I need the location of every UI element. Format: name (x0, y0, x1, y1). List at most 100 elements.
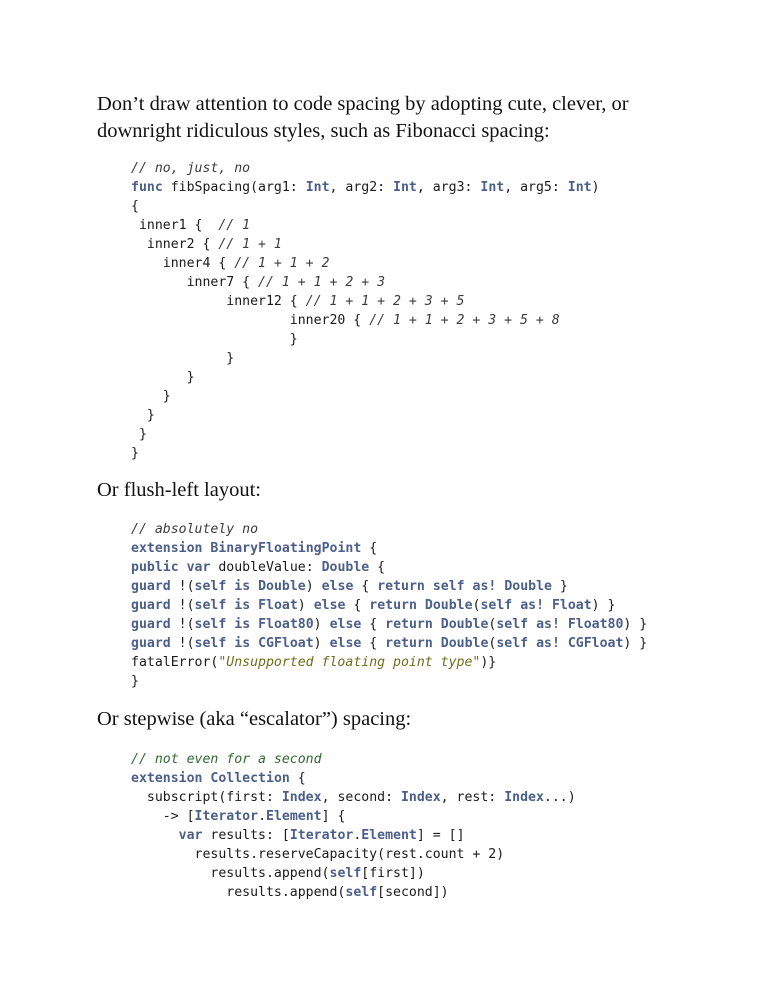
code-text: !( (170, 598, 195, 613)
code-text: } (131, 370, 195, 385)
code-keyword: Float80 (567, 617, 624, 632)
code-keyword: is (234, 598, 251, 613)
code-text: { (369, 560, 386, 575)
code-text: inner1 { (131, 218, 219, 233)
code-keyword: return (385, 617, 433, 632)
code-text: ) } (623, 617, 648, 632)
escalator-paragraph: Or stepwise (aka “escalator”) spacing: (97, 708, 412, 730)
code-text (250, 636, 258, 651)
code-line: inner20 { // 1 + 1 + 2 + 3 + 5 + 8 (131, 311, 600, 330)
code-keyword: Float (551, 598, 592, 613)
code-text (512, 598, 520, 613)
code-line: extension BinaryFloatingPoint { (131, 539, 647, 558)
code-comment: // 1 (218, 218, 251, 233)
code-text (465, 579, 473, 594)
code-line: } (131, 368, 600, 387)
code-line: // not even for a second (131, 750, 576, 769)
code-keyword: guard (131, 579, 171, 594)
code-text: inner20 { (131, 313, 370, 328)
code-text: } (131, 427, 147, 442)
code-keyword: Element (361, 828, 417, 843)
code-text: ...) (543, 790, 576, 805)
code-keyword: guard (131, 598, 171, 613)
code-text: . (258, 809, 267, 824)
code-text: ( (488, 636, 497, 651)
code-text (131, 828, 179, 843)
code-line: func fibSpacing(arg1: Int, arg2: Int, ar… (131, 178, 600, 197)
code-line: inner2 { // 1 + 1 (131, 235, 600, 254)
code-keyword: Float (258, 598, 298, 613)
code-keyword: self (194, 617, 227, 632)
code-keyword: self (496, 636, 529, 651)
code-line: } (131, 672, 647, 691)
code-text: inner4 { (131, 256, 235, 271)
code-keyword: else (321, 579, 354, 594)
code-text: inner7 { (131, 275, 259, 290)
code-text: !( (170, 579, 195, 594)
code-text: ) (297, 598, 314, 613)
code-line: } (131, 406, 600, 425)
code-keyword: Double (440, 617, 489, 632)
flush-left-paragraph: Or flush-left layout: (97, 479, 261, 501)
code-line: results.append(self[first]) (131, 864, 576, 883)
code-keyword: as! (536, 636, 560, 651)
code-keyword: extension (131, 541, 203, 556)
code-text: } (131, 389, 171, 404)
code-keyword: Iterator (289, 828, 354, 843)
code-text: -> [ (131, 809, 195, 824)
code-keyword: CGFloat (567, 636, 624, 651)
code-keyword: Index (400, 790, 441, 805)
code-line: } (131, 330, 600, 349)
code-text: !( (170, 636, 195, 651)
code-keyword: var (186, 560, 211, 575)
code-keyword: Collection (210, 771, 290, 786)
code-text: results.append( (131, 866, 330, 881)
code-text: [second]) (377, 885, 449, 900)
code-text: } (551, 579, 568, 594)
code-line: guard !(self is Float80) else { return D… (131, 615, 647, 634)
code-text: , second: (321, 790, 401, 805)
code-keyword: return (377, 579, 425, 594)
code-keyword: self (194, 636, 227, 651)
code-line: } (131, 425, 600, 444)
code-keyword: guard (131, 617, 171, 632)
code-string: "Unsupported floating point type" (218, 655, 481, 670)
code-line: subscript(first: Index, second: Index, r… (131, 788, 576, 807)
code-text: ) (313, 617, 330, 632)
code-line: fatalError("Unsupported floating point t… (131, 653, 647, 672)
code-text: { (361, 636, 386, 651)
code-text: ) (313, 636, 330, 651)
code-comment: // 1 + 1 (218, 237, 282, 252)
code-text: } (131, 674, 139, 689)
code-text: results.append( (131, 885, 346, 900)
code-text (528, 636, 536, 651)
code-text: [first]) (361, 866, 425, 881)
code-line: inner1 { // 1 (131, 216, 600, 235)
code-keyword: as! (536, 617, 560, 632)
code-text: { (289, 771, 306, 786)
code-keyword: Int (480, 180, 505, 195)
code-keyword: return (385, 636, 433, 651)
code-keyword: Int (393, 180, 417, 195)
code-text: } (131, 351, 235, 366)
code-keyword: as! (472, 579, 497, 594)
code-keyword: Double (321, 560, 370, 575)
code-keyword: self (480, 598, 513, 613)
code-text: , arg3: (416, 180, 481, 195)
code-text (425, 579, 433, 594)
code-comment: // 1 + 1 + 2 + 3 + 5 + 8 (369, 313, 560, 328)
code-comment: // 1 + 1 + 2 + 3 (258, 275, 386, 290)
code-keyword: var (178, 828, 203, 843)
code-keyword: public (131, 560, 179, 575)
code-keyword: func (131, 180, 163, 195)
code-text: , arg5: (504, 180, 568, 195)
code-text: { (131, 199, 139, 214)
code-comment: // 1 + 1 + 2 (234, 256, 330, 271)
code-text: . (353, 828, 362, 843)
code-keyword: Index (504, 790, 544, 805)
code-keyword: Double (504, 579, 552, 594)
code-comment: // not even for a second (131, 752, 322, 767)
